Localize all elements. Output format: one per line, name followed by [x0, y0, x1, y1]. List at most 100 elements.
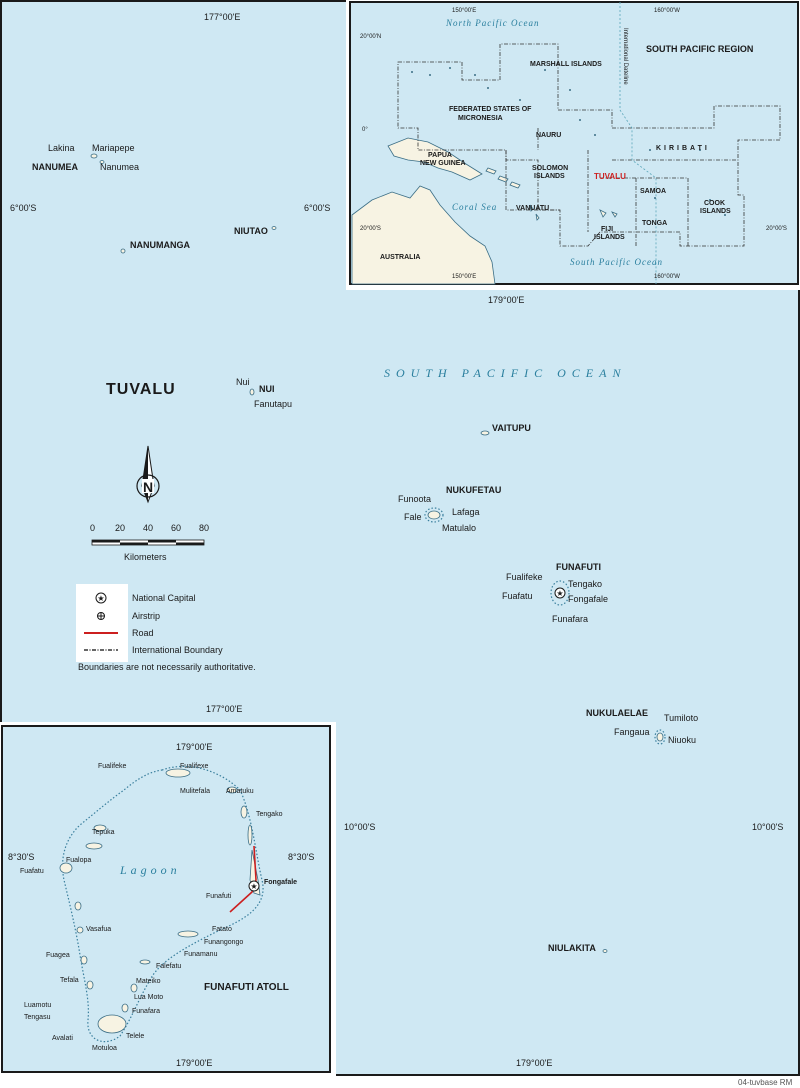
region-title: SOUTH PACIFIC REGION: [646, 44, 753, 54]
legend-airstrip-icon: [97, 612, 105, 620]
label-tengako: Tengako: [568, 579, 602, 589]
region-coord-150e-bottom: 150°00'E: [452, 274, 476, 280]
atoll-label-luamotu: Luamotu: [24, 1002, 51, 1009]
atoll-coord-830s-right: 8°30'S: [288, 852, 314, 862]
atoll-inset: ★ 179°00'E 8°30'S 8°30'S 179°00'E Lagoon…: [0, 722, 336, 1088]
region-nauru: NAURU: [536, 132, 561, 139]
label-funafara: Funafara: [552, 614, 588, 624]
scale-bar: 0 20 40 60 80 Kilometers: [90, 523, 209, 562]
island-nanumea: [90, 153, 98, 159]
region-fiji-line2: ISLANDS: [594, 234, 625, 241]
papua-new-guinea-land: [387, 137, 483, 181]
atoll-coord-179e-top: 179°00'E: [176, 742, 212, 752]
label-nanumea: NANUMEA: [32, 162, 78, 172]
region-coord-20n: 20°00'N: [360, 34, 381, 40]
atoll-capital-marker: ★: [248, 880, 260, 892]
ocean-label: SOUTH PACIFIC OCEAN: [384, 366, 626, 380]
legend-capital-icon: ★: [95, 592, 107, 604]
region-coord-160w-bottom: 160°00'W: [654, 274, 680, 280]
atoll-label-falefatu: Falefatu: [156, 963, 181, 970]
legend-capital-label: National Capital: [132, 593, 196, 603]
atoll-label-telele: Telele: [126, 1033, 144, 1040]
island-vaitupu: [480, 430, 490, 436]
scale-tick-0: 0: [90, 523, 95, 533]
region-png-line1: PAPUA: [428, 152, 452, 159]
north-arrow: N: [136, 445, 160, 504]
region-marshall-islands: MARSHALL ISLANDS: [530, 61, 602, 68]
label-fongafale: Fongafale: [568, 594, 608, 604]
region-png-line2: NEW GUINEA: [420, 160, 466, 167]
scale-tick-80: 80: [199, 523, 209, 533]
region-north-pacific: North Pacific Ocean: [445, 18, 539, 28]
region-coral-sea: Coral Sea: [452, 202, 497, 212]
region-inset: 150°00'E 160°00'W 20°00'N 0° 20°00'S 20°…: [346, 0, 800, 290]
label-nui-islet: Nui: [236, 377, 250, 387]
label-tumiloto: Tumiloto: [664, 713, 698, 723]
atoll-title: FUNAFUTI ATOLL: [204, 982, 289, 993]
label-nui: NUI: [259, 384, 275, 394]
region-fsm-line2: MICRONESIA: [458, 115, 503, 122]
atoll-reef: [61, 765, 264, 1043]
coord-179e-bottom: 179°00'E: [516, 1058, 552, 1068]
region-vanuatu: VANUATU: [516, 205, 549, 212]
coord-10s-left: 10°00'S: [344, 822, 375, 832]
australia-land: [351, 185, 496, 285]
island-nukufetau: [427, 510, 441, 520]
scale-tick-60: 60: [171, 523, 181, 533]
region-coord-20s-right: 20°00'S: [766, 226, 787, 232]
label-mariapepe: Mariapepe: [92, 143, 135, 153]
islet-fualifeke: [165, 768, 191, 778]
island-nukulaelae: [656, 732, 664, 742]
scale-tick-20: 20: [115, 523, 125, 533]
region-coord-160w-top: 160°00'W: [654, 8, 680, 14]
legend-boundary-label: International Boundary: [132, 645, 223, 655]
island-funafuti-ring: [550, 580, 570, 606]
region-cook-line2: ISLANDS: [700, 208, 731, 215]
atoll-label-mateiko: Mateiko: [136, 978, 161, 985]
atoll-label-tengako: Tengako: [256, 811, 283, 818]
atoll-label-lua-moto: Lua Moto: [134, 994, 163, 1001]
atoll-label-motuloa: Motuloa: [92, 1045, 117, 1052]
region-dateline-label: International Dateline: [622, 28, 628, 85]
label-funoota: Funoota: [398, 494, 431, 504]
label-nanumea-islet: Nanumea: [100, 162, 139, 172]
label-nukufetau: NUKUFETAU: [446, 485, 501, 495]
region-australia: AUSTRALIA: [380, 254, 420, 261]
atoll-label-funangongo: Funangongo: [204, 939, 243, 946]
label-lakina: Lakina: [48, 143, 75, 153]
atoll-label-amatuku: Amatuku: [226, 788, 254, 795]
region-cook-line1: COOK: [704, 200, 725, 207]
atoll-label-funafuti: Funafuti: [206, 893, 232, 900]
label-nukulaelae: NUKULAELAE: [586, 708, 648, 718]
map-credit: 04-tuvbase RM: [738, 1078, 793, 1087]
atoll-label-mulitefala: Mulitefala: [180, 788, 210, 795]
atoll-label-fuafatu: Fuafatu: [20, 868, 44, 875]
region-coord-0: 0°: [362, 127, 368, 133]
region-coord-20s-left: 20°00'S: [360, 226, 381, 232]
label-fuafatu: Fuafatu: [502, 591, 533, 601]
legend-road-label: Road: [132, 628, 154, 638]
coord-6s-left: 6°00'S: [10, 203, 36, 213]
atoll-label-funafara: Funafara: [132, 1008, 160, 1015]
atoll-label-fatato: Fatato: [212, 926, 232, 933]
label-vaitupu: VAITUPU: [492, 423, 531, 433]
atoll-label-tengasu: Tengasu: [24, 1014, 51, 1021]
region-tuvalu: TUVALU: [594, 172, 626, 181]
label-niuoku: Niuoku: [668, 735, 696, 745]
atoll-lagoon-label: Lagoon: [119, 863, 181, 877]
atoll-label-funamanu: Funamanu: [184, 951, 218, 958]
region-solomon-line2: ISLANDS: [534, 173, 565, 180]
atoll-label-tepuka: Tepuka: [92, 829, 115, 836]
atoll-label-avalati: Avalati: [52, 1035, 73, 1042]
label-nanumanga: NANUMANGA: [130, 240, 190, 250]
label-funafuti: FUNAFUTI: [556, 562, 601, 572]
north-label: N: [143, 479, 153, 495]
svg-text:★: ★: [556, 589, 563, 598]
atoll-label-vasafua: Vasafua: [86, 926, 111, 933]
atoll-label-fongafale: Fongafale: [264, 879, 297, 886]
region-fsm-line1: FEDERATED STATES OF: [449, 106, 532, 113]
region-kiribati: KIRIBATI: [656, 145, 710, 152]
label-fale: Fale: [404, 512, 422, 522]
island-niutao: [271, 226, 277, 230]
